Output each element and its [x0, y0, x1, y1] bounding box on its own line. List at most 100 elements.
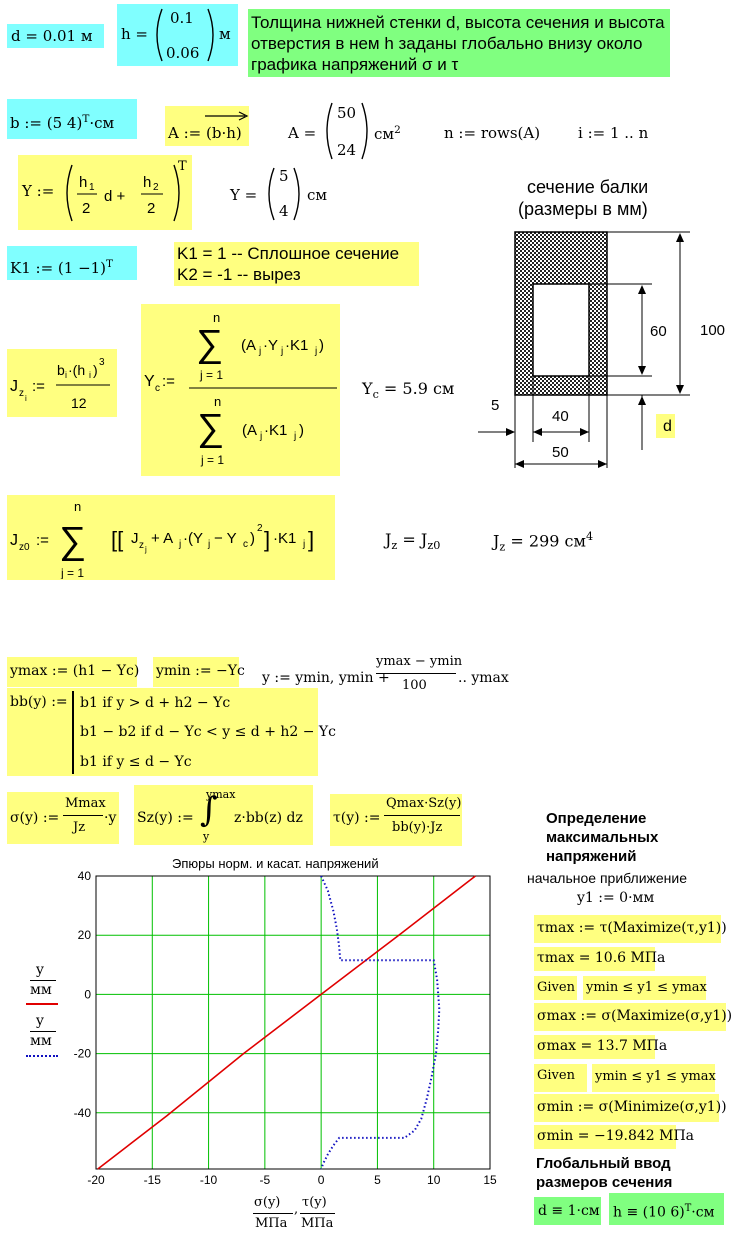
- K1-note-line2: K2 = -1 -- вырез: [177, 265, 301, 284]
- svg-text:): ): [250, 530, 255, 547]
- svg-text:): ): [319, 337, 324, 354]
- svg-text:3: 3: [99, 357, 105, 368]
- svg-text:i: i: [25, 394, 27, 403]
- sigma-min-val: σmin = −19.842 МПа: [537, 1128, 695, 1144]
- Sz-def-box[interactable]: [134, 785, 313, 845]
- b-def-box[interactable]: [7, 99, 137, 139]
- K1-def-box[interactable]: [7, 246, 137, 280]
- bb-brace: [72, 691, 74, 774]
- svg-text:·K1: ·K1: [285, 337, 308, 354]
- A-matrix-bottom: 24: [337, 141, 357, 159]
- svg-text:2: 2: [257, 523, 263, 534]
- svg-text:n: n: [214, 394, 221, 409]
- legend-1-line: [30, 980, 56, 981]
- tau-max-def-box[interactable]: [534, 915, 721, 943]
- h-matrix-top: 0.1: [170, 9, 194, 27]
- series-tau-line: [320, 875, 441, 1170]
- h-global-box[interactable]: [609, 1193, 724, 1225]
- legend-1-den: мм: [30, 982, 52, 998]
- svg-text::=: :=: [32, 378, 45, 395]
- svg-text::=: :=: [162, 373, 175, 390]
- Y-unit: см: [307, 186, 328, 204]
- y-range-def: y := ymin, ymin +: [262, 670, 390, 686]
- svg-text:): ): [93, 362, 98, 378]
- h-value-box[interactable]: [117, 4, 238, 66]
- xlabel-tau-num: τ(y): [302, 1195, 327, 1210]
- i-def: i := 1 .. n: [578, 124, 649, 142]
- sigma-min-val-box: [534, 1125, 676, 1149]
- K1-def: K1 := (1 −1)T: [10, 258, 114, 277]
- svg-text:Y: Y: [144, 373, 155, 390]
- y-range-frac-num: ymax − ymin: [376, 654, 463, 669]
- sigma-max-def: σmax := σ(Maximize(σ,y1)): [537, 1008, 733, 1024]
- xlabel-sigma-line: [253, 1213, 293, 1214]
- ymin-def-box[interactable]: [153, 657, 239, 687]
- Y-matrix-bottom: 4: [279, 202, 289, 220]
- svg-text:2: 2: [82, 200, 90, 217]
- A-vector-arrow: [205, 111, 249, 121]
- y-tick-label: 0: [84, 987, 91, 1001]
- Jz0-def-box[interactable]: [7, 495, 335, 580]
- xlabel-tau-den: МПа: [301, 1216, 334, 1231]
- dim-100: 100: [700, 322, 726, 339]
- svg-text:∑: ∑: [59, 520, 86, 562]
- dim-50: 50: [552, 444, 569, 461]
- tau-den: bb(y)·Jz: [392, 820, 443, 835]
- svg-text:j: j: [259, 431, 262, 442]
- Y-def-box[interactable]: [18, 155, 192, 230]
- tau-max-val-box: [534, 947, 655, 971]
- A-def-box[interactable]: [165, 106, 249, 146]
- given2-box: [534, 1064, 587, 1092]
- given1-cond-box[interactable]: [583, 976, 706, 1000]
- sigma-def-box[interactable]: [7, 792, 119, 844]
- legend-1-swatch: [26, 1003, 58, 1005]
- x-tick-label: 5: [374, 1173, 381, 1187]
- svg-text:j: j: [280, 346, 283, 357]
- xlabel-tau-line: [300, 1213, 335, 1214]
- svg-text:j: j: [302, 539, 305, 550]
- Yc-def-box[interactable]: [141, 304, 340, 476]
- Jz0-formula: J z0 := n ∑ j = 1 [[ J z j + A j ·(Y j −…: [10, 499, 314, 579]
- tau-def-box[interactable]: [330, 794, 462, 846]
- svg-text:]: ]: [308, 527, 314, 552]
- h-matrix-bottom: 0.06: [166, 44, 200, 62]
- Y-matrix-top: 5: [279, 167, 289, 185]
- svg-text:b: b: [57, 362, 65, 378]
- svg-text:j: j: [258, 346, 261, 357]
- svg-text:z0: z0: [19, 542, 30, 553]
- tau-max-val: τmax = 10.6 МПа: [537, 950, 666, 966]
- legend-2-line: [30, 1031, 56, 1032]
- svg-text:c: c: [243, 539, 248, 550]
- d-global-box[interactable]: [534, 1197, 601, 1225]
- legend-1-num: y: [36, 962, 44, 978]
- sigma-num: Mmax: [65, 796, 106, 811]
- y-tick-label: -40: [74, 1106, 92, 1120]
- chart-title: Эпюры норм. и касат. напряжений: [172, 856, 379, 871]
- d-value-box[interactable]: [7, 24, 104, 48]
- series-sigma-line: [97, 875, 476, 1170]
- ymax-def-box[interactable]: [7, 657, 137, 687]
- right-heading: Определение максимальных напряжений: [546, 810, 659, 865]
- svg-text:(A: (A: [242, 422, 257, 439]
- Jz-def-box[interactable]: [7, 349, 117, 417]
- tau-def: τ(y) :=: [333, 810, 381, 826]
- given2-cond-box[interactable]: [592, 1064, 715, 1092]
- sigma-max-def-box[interactable]: [534, 1003, 726, 1031]
- svg-text:·(h: ·(h: [68, 362, 85, 378]
- note-text: Толщина нижней стенки d, высота сечения …: [251, 13, 665, 74]
- sigma-min-def-box[interactable]: [534, 1094, 719, 1122]
- sigma-def: σ(y) :=: [10, 810, 60, 826]
- svg-text:j = 1: j = 1: [60, 566, 84, 579]
- approx-label: начальное приближение: [527, 870, 688, 886]
- bb-def-box[interactable]: [7, 688, 318, 776]
- svg-text:[[: [[: [111, 527, 123, 552]
- sigma-tail: ·y: [104, 810, 117, 826]
- y-range-end: .. ymax: [458, 670, 509, 686]
- svg-text:1: 1: [89, 182, 95, 193]
- A-matrix-top: 50: [337, 104, 357, 122]
- svg-text:2: 2: [153, 182, 159, 193]
- Sz-body: z·bb(z) dz: [234, 810, 303, 826]
- Sz-lower: y: [203, 830, 210, 843]
- svg-text:J: J: [10, 532, 18, 549]
- plot-frame: [95, 875, 491, 1170]
